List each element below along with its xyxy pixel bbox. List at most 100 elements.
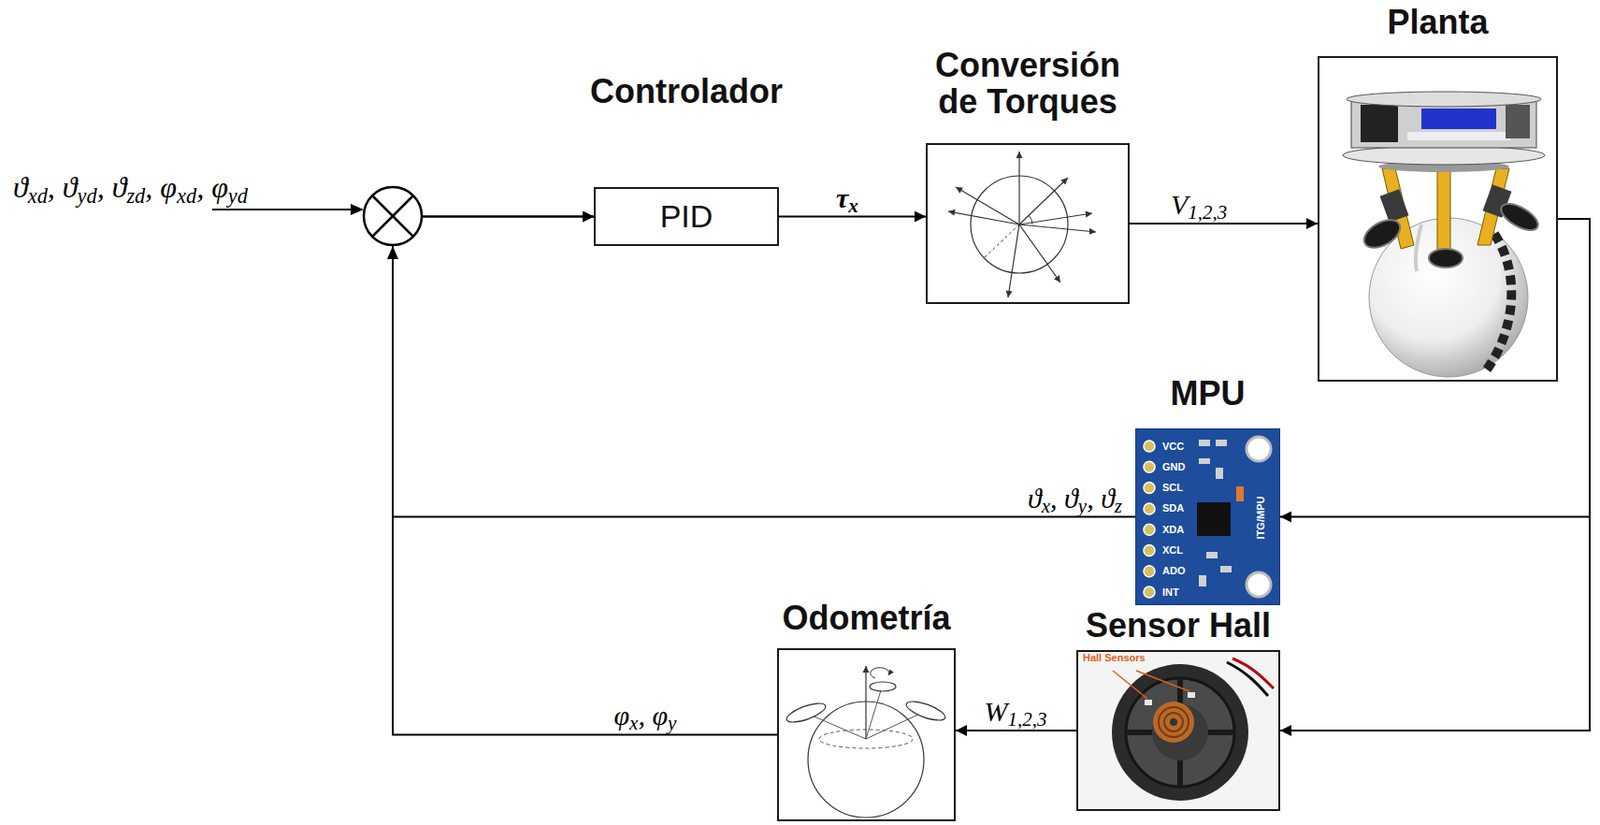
odometry-sketch bbox=[865, 690, 881, 739]
subscript: y bbox=[667, 711, 677, 735]
hall-sensor-photo bbox=[1187, 691, 1196, 698]
odometry-sketch bbox=[870, 667, 890, 678]
mpu-board bbox=[1135, 428, 1281, 606]
mpu-board bbox=[1198, 458, 1211, 464]
hall-sensor-box: Sensor Hall bbox=[1076, 649, 1281, 811]
feedback-arrowhead bbox=[387, 245, 399, 260]
ballbot-robot bbox=[1359, 214, 1405, 254]
hall-sensor-photo bbox=[1144, 699, 1153, 706]
hall-sensor-photo bbox=[1158, 706, 1189, 737]
mpu-board bbox=[1143, 503, 1155, 515]
signal-label: W1,2,3 bbox=[984, 697, 1048, 726]
hall-sensor-photo bbox=[1077, 650, 1280, 810]
mpu-board bbox=[1143, 461, 1155, 473]
pin-name: VCC bbox=[1162, 441, 1184, 452]
ballbot-robot bbox=[1360, 104, 1399, 143]
summing-junction bbox=[363, 187, 422, 246]
odometry-sketch bbox=[904, 697, 948, 724]
block-heading: Controlador bbox=[590, 72, 783, 111]
ballbot-robot bbox=[1342, 91, 1545, 377]
mpu-board bbox=[1135, 428, 1281, 606]
subscript: xd bbox=[28, 184, 48, 208]
hall-sensor-photo bbox=[1226, 662, 1269, 696]
block-heading: Sensor Hall bbox=[1085, 606, 1271, 645]
odometry-sketch bbox=[809, 714, 866, 739]
odometry-sketch bbox=[869, 681, 896, 692]
summing-junction bbox=[363, 187, 422, 246]
torque-vector-sketch bbox=[1019, 177, 1068, 225]
mpu-board bbox=[1143, 482, 1155, 494]
ballbot-robot bbox=[1421, 108, 1497, 130]
ballbot-robot bbox=[1342, 145, 1545, 165]
mpu-board bbox=[1220, 565, 1232, 573]
feedback-arrowhead bbox=[387, 245, 399, 260]
hall-sensor-photo bbox=[1077, 650, 1280, 810]
subscript: yd bbox=[77, 184, 98, 208]
signal-line bbox=[1280, 218, 1590, 731]
signal-label: V1,2,3 bbox=[1170, 190, 1227, 219]
subscript: 1,2,3 bbox=[1187, 201, 1227, 224]
mpu-board bbox=[1143, 586, 1155, 598]
mpu-board bbox=[1143, 523, 1155, 535]
input-arrow bbox=[350, 203, 364, 216]
pin-name: ADO bbox=[1162, 565, 1185, 577]
hall-sensor-photo bbox=[1153, 701, 1195, 743]
ballbot-robot bbox=[1505, 104, 1530, 139]
mpu-board bbox=[1206, 551, 1218, 559]
mpu-board bbox=[1246, 572, 1271, 597]
signal-label: ϑx, ϑy, ϑz bbox=[1027, 484, 1123, 513]
odometry-box: Odometría bbox=[777, 648, 956, 822]
torque-vector-sketch bbox=[1028, 215, 1033, 225]
mpu-board bbox=[1198, 439, 1211, 447]
pin-name: XCL bbox=[1162, 545, 1183, 556]
mpu-board bbox=[1143, 440, 1155, 452]
hall-sensor-photo bbox=[1169, 718, 1178, 726]
block-label: PID bbox=[660, 199, 714, 234]
torque-conversion-box: Conversión de Torques bbox=[925, 143, 1130, 304]
hall-sensor-photo bbox=[1112, 670, 1148, 699]
signal-line bbox=[1280, 218, 1590, 518]
ballbot-robot bbox=[1428, 248, 1463, 268]
ballbot-robot bbox=[1437, 168, 1451, 255]
mpu-board bbox=[1236, 486, 1244, 502]
ballbot-robot bbox=[1415, 224, 1422, 272]
subscript: yd bbox=[228, 184, 248, 208]
torque-vector-sketch bbox=[1019, 224, 1061, 283]
subscript: x bbox=[629, 711, 638, 735]
mpu-board bbox=[1196, 502, 1231, 536]
signal-label: τx bbox=[836, 184, 859, 213]
ballbot-robot bbox=[1407, 131, 1511, 141]
block-heading: Conversión de Torques bbox=[915, 46, 1140, 121]
torque-vector-sketch bbox=[983, 224, 1020, 259]
torque-vector-sketch bbox=[1019, 213, 1093, 225]
subscript: z bbox=[1114, 494, 1123, 518]
pin-name: XDA bbox=[1162, 524, 1184, 535]
subscript: y bbox=[1078, 494, 1087, 518]
signal-label: φx, φy bbox=[614, 701, 678, 730]
odometry-sketch bbox=[784, 699, 828, 726]
setpoint-label: ϑxd, ϑyd, ϑzd, φxd, φyd bbox=[13, 172, 248, 202]
hall-sensor-photo bbox=[1136, 670, 1190, 692]
ballbot-robot bbox=[1380, 188, 1410, 223]
mpu-board bbox=[1215, 439, 1227, 447]
ballbot-robot bbox=[1497, 198, 1543, 235]
mpu-board bbox=[1143, 545, 1155, 557]
pin-name: SDA bbox=[1162, 503, 1184, 514]
torque-vector-sketch bbox=[1019, 224, 1096, 232]
signal-line bbox=[392, 216, 1136, 518]
controller-box: ControladorPID bbox=[593, 187, 779, 246]
summing-junction bbox=[372, 195, 414, 237]
ballbot-robot bbox=[1486, 233, 1512, 370]
photo-annotation: Hall Sensors bbox=[1082, 652, 1146, 664]
torque-vector-sketch bbox=[1018, 151, 1020, 225]
input-arrow bbox=[212, 208, 354, 211]
ballbot-robot bbox=[1346, 91, 1542, 107]
subscript: x bbox=[848, 194, 859, 217]
signal-line bbox=[392, 216, 778, 736]
mpu-board bbox=[1215, 467, 1224, 479]
subscript: x bbox=[1041, 494, 1051, 518]
pin-name: INT bbox=[1162, 587, 1180, 598]
mpu-board bbox=[1143, 565, 1155, 577]
hall-sensor-photo bbox=[1111, 663, 1249, 801]
